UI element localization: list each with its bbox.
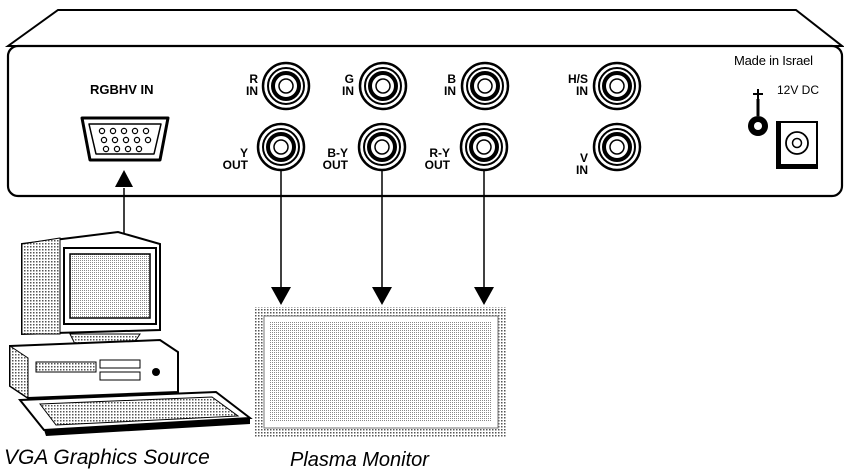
dc-power-jack[interactable] [776,121,818,169]
monitor-caption: Plasma Monitor [290,449,429,471]
v-in-label-line2: IN [576,163,588,177]
g-in-label-line1: G [344,72,354,86]
hs-in-label-line1: H/S [567,72,588,86]
bnc-r-in[interactable] [261,61,311,111]
b-in-label-line2: IN [444,84,456,98]
power-polarity-icon [748,89,768,136]
power-voltage-label: 12V DC [777,83,820,97]
source-caption: VGA Graphics Source [4,446,210,469]
bnc-hs-in[interactable] [592,61,642,111]
rgbhv-in-connector[interactable] [80,116,170,162]
g-in-label: G IN [318,73,354,97]
plasma-monitor-illustration [255,307,507,437]
rgbhv-in-label: RGBHV IN [90,82,154,97]
bnc-b-in[interactable] [460,61,510,111]
r-in-label-line1: R [249,72,258,86]
r-in-label-line2: IN [246,84,258,98]
b-in-label-line1: B [447,72,456,86]
arrow-y-to-monitor [271,170,291,305]
y-out-label-line2: OUT [222,158,248,172]
by-out-label-line2: OUT [322,158,348,172]
made-in-label: Made in Israel [734,53,813,68]
y-out-label: Y OUT [208,147,248,171]
ry-out-label: R-Y OUT [410,147,450,171]
v-in-label-line1: V [579,151,588,165]
by-out-label-line1: B-Y [327,146,348,160]
bnc-g-in[interactable] [358,61,408,111]
ry-out-label-line2: OUT [424,158,450,172]
computer-illustration [9,230,253,436]
y-out-label-line1: Y [239,146,248,160]
hs-in-label-line2: IN [576,84,588,98]
arrow-ry-to-monitor [474,170,494,305]
bnc-v-in[interactable] [592,122,642,172]
ry-out-label-line1: R-Y [429,146,450,160]
g-in-label-line2: IN [342,84,354,98]
by-out-label: B-Y OUT [308,147,348,171]
device-chassis [4,9,844,198]
r-in-label: R IN [222,73,258,97]
v-in-label: V IN [552,152,588,176]
b-in-label: B IN [420,73,456,97]
arrow-source-to-rgbhv [115,170,133,240]
hs-in-label: H/S IN [548,73,588,97]
arrow-by-to-monitor [372,170,392,305]
